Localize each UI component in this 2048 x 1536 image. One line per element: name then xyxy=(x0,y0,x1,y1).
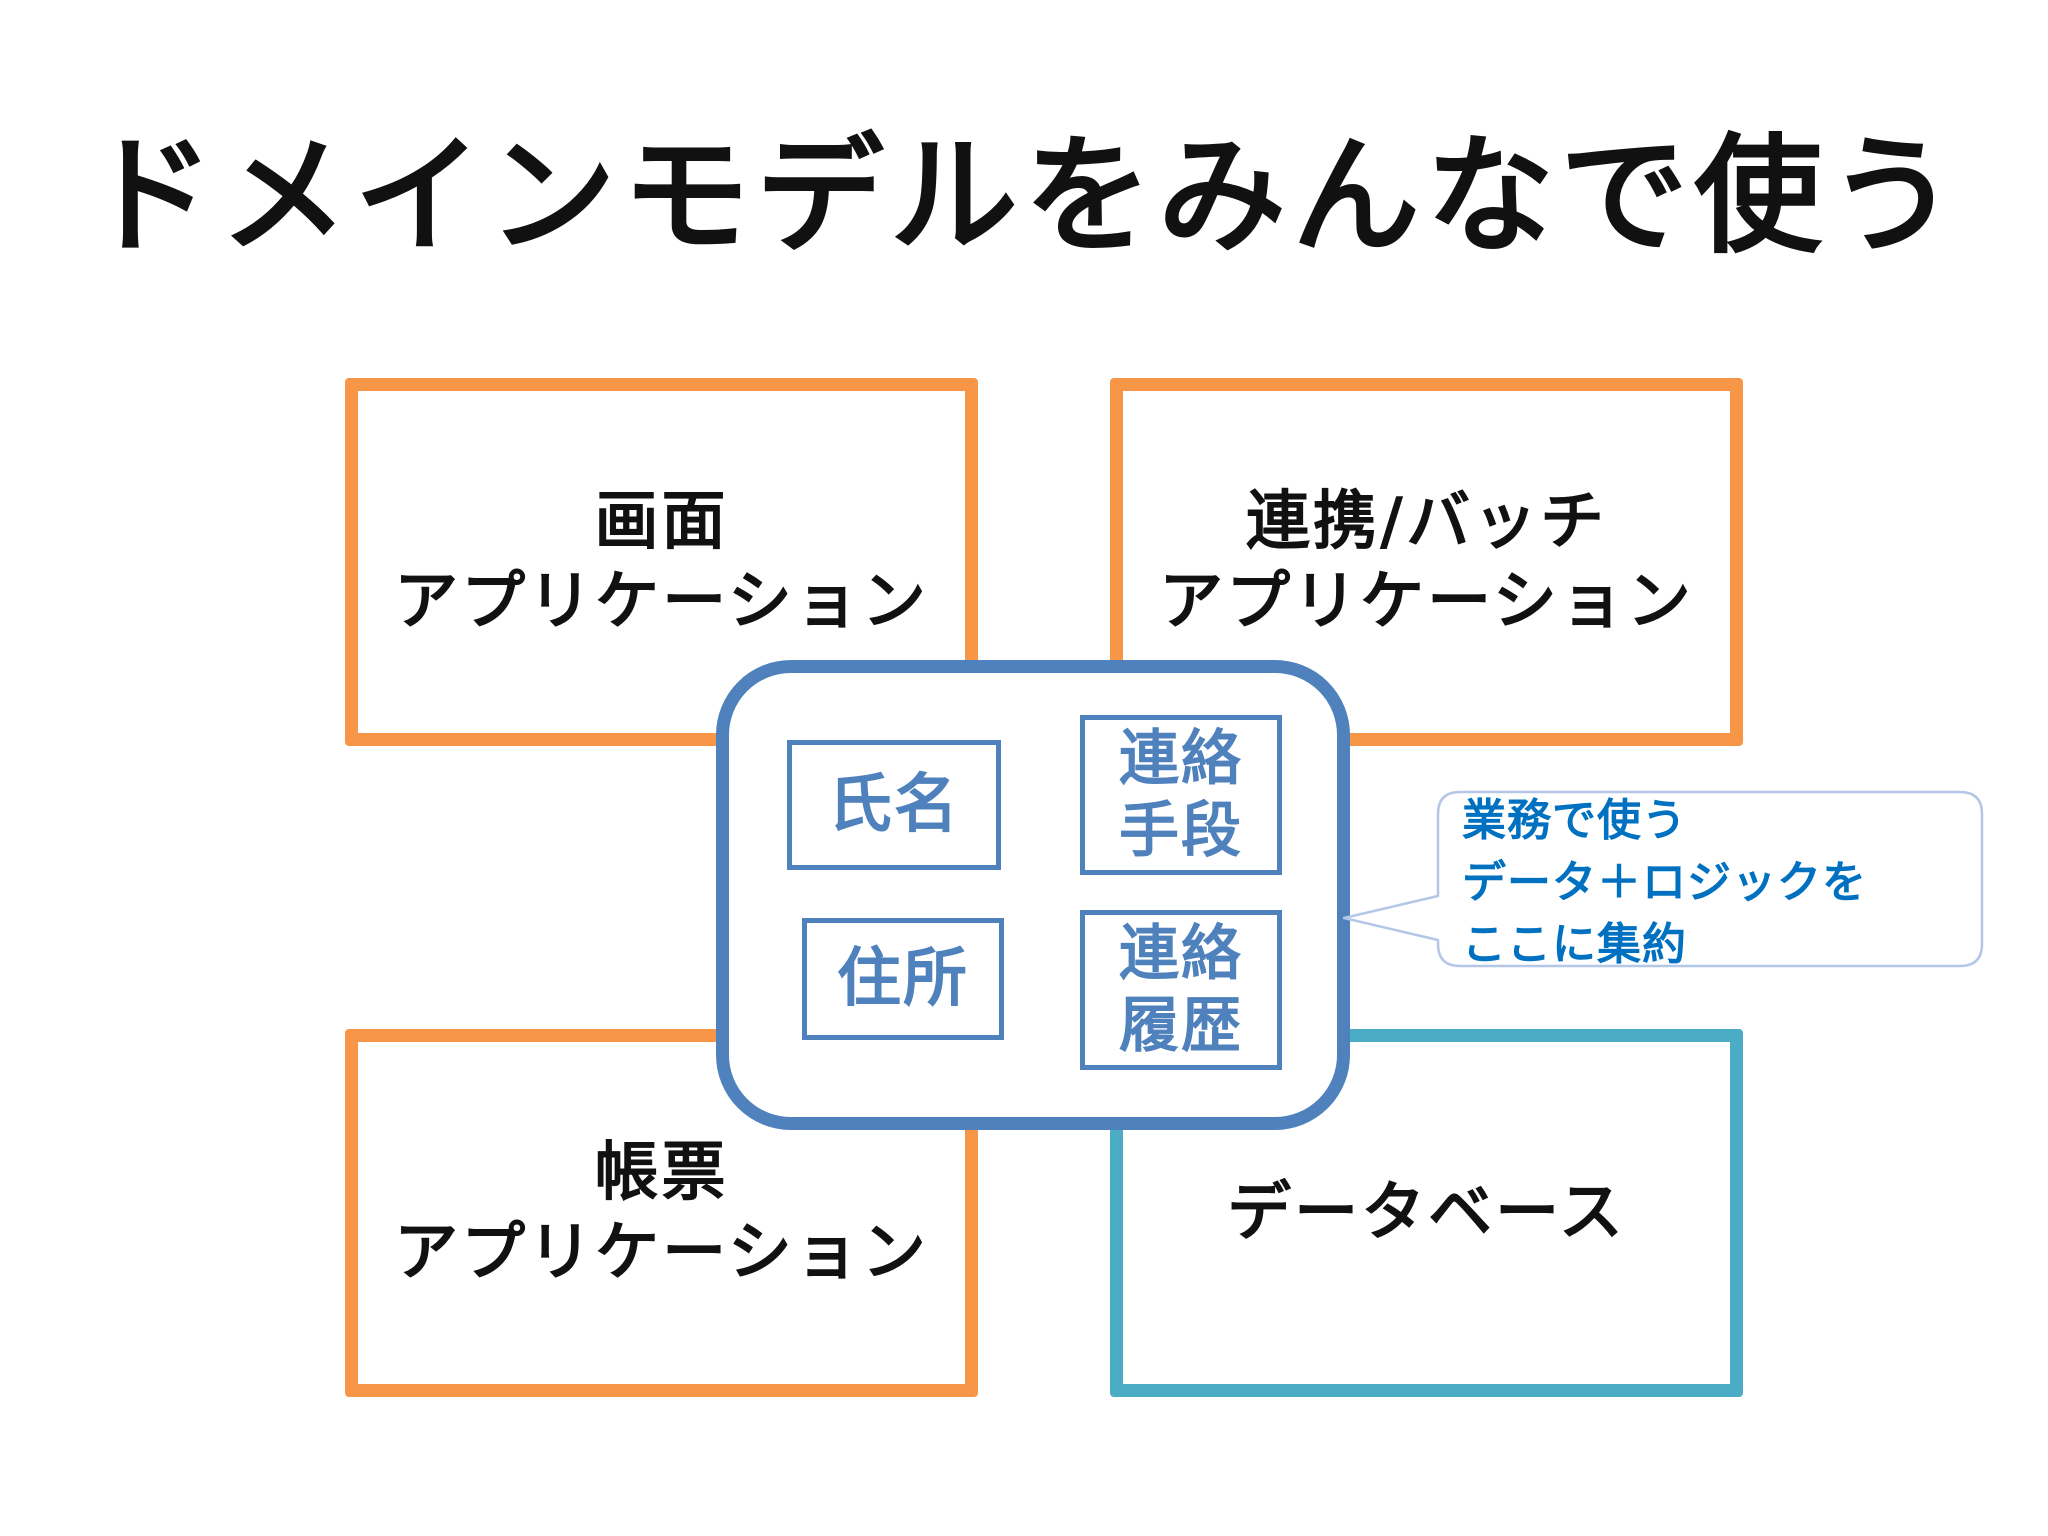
entity-contact-history-label-line-2: 履歴 xyxy=(1119,991,1243,1061)
entity-address-box: 住所 xyxy=(802,918,1004,1040)
callout-bubble-shape xyxy=(1342,790,1984,968)
entity-contact-method-label-line-2: 手段 xyxy=(1119,796,1243,866)
callout-line-1: 業務で使う xyxy=(1462,795,1687,846)
callout-text: 業務で使う データ＋ロジックを ここに集約 xyxy=(1462,790,2002,976)
entity-contact-method-label-line-1: 連絡 xyxy=(1119,724,1243,794)
screen-application-label-line-2: アプリケーション xyxy=(394,565,929,639)
database-label: データベース xyxy=(1227,1176,1626,1250)
page-title: ドメインモデルをみんなで使う xyxy=(85,122,1962,271)
entity-contact-history-label-line-1: 連絡 xyxy=(1119,919,1243,989)
report-application-label-line-2: アプリケーション xyxy=(394,1216,929,1290)
entity-name-label: 氏名 xyxy=(828,767,960,842)
integration-batch-application-box: 連携/バッチ アプリケーション xyxy=(1110,378,1743,746)
callout-line-3: ここに集約 xyxy=(1462,919,1687,970)
entity-contact-history-box: 連絡 履歴 xyxy=(1080,910,1282,1070)
screen-application-label-line-1: 画面 xyxy=(594,485,729,559)
entity-name-box: 氏名 xyxy=(787,740,1001,870)
screen-application-box: 画面 アプリケーション xyxy=(345,378,978,746)
database-box: データベース xyxy=(1110,1029,1743,1397)
entity-contact-method-box: 連絡 手段 xyxy=(1080,715,1282,875)
report-application-label-line-1: 帳票 xyxy=(594,1136,729,1210)
integration-batch-application-label-line-1: 連携/バッチ xyxy=(1245,485,1608,559)
callout-line-2: データ＋ロジックを xyxy=(1462,857,1867,908)
entity-address-label: 住所 xyxy=(837,941,969,1016)
integration-batch-application-label-line-2: アプリケーション xyxy=(1159,565,1694,639)
